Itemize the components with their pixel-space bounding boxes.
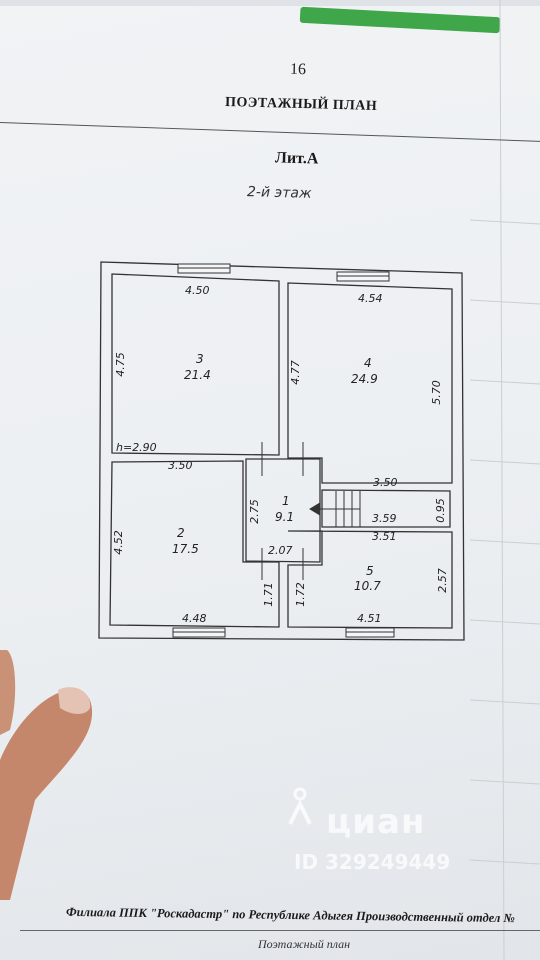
outer-boundary <box>98 261 465 641</box>
dim-room4-left: 4.77 <box>288 360 302 385</box>
dim-room2-left: 4.52 <box>111 530 125 555</box>
dim-stairs-length: 3.59 <box>372 512 397 525</box>
dim-room5-bottom: 4.51 <box>357 612 382 625</box>
room-5-outline <box>287 530 453 629</box>
room-1-number: 1 <box>282 494 290 508</box>
hand-fingers <box>0 650 93 900</box>
cian-logo-icon <box>288 787 312 825</box>
room-2-area: 17.5 <box>172 542 199 556</box>
dim-room5-top: 3.51 <box>372 530 397 543</box>
dim-room1-bottom: 2.07 <box>268 544 293 557</box>
dim-room3-left: 4.75 <box>113 352 127 377</box>
dim-corridor-right: 3.50 <box>373 476 398 489</box>
dim-lower-left: 1.71 <box>261 582 275 607</box>
watermark-id: ID 329249449 <box>294 850 451 874</box>
watermark-brand: циан <box>326 802 426 842</box>
stair-arrow-head <box>309 502 321 516</box>
dim-room3-top: 4.50 <box>185 284 210 297</box>
page-edge <box>0 0 540 6</box>
footer-rule <box>20 930 540 931</box>
dim-lower-right: 1.72 <box>293 582 307 607</box>
room-3-area: 21.4 <box>184 368 211 382</box>
ceiling-height: h=2.90 <box>116 441 157 454</box>
room-4-area: 24.9 <box>351 372 378 386</box>
background-ruled-sheet <box>470 0 540 960</box>
room-3-outline <box>111 273 280 456</box>
dim-room2-top: 3.50 <box>168 459 193 472</box>
room-4-number: 4 <box>364 356 372 370</box>
room-5-number: 5 <box>366 564 374 578</box>
dim-room2-bottom: 4.48 <box>182 612 207 625</box>
room-1-area: 9.1 <box>275 510 295 524</box>
room-4-outline <box>287 282 453 484</box>
dim-room1-left: 2.75 <box>247 499 261 524</box>
dim-stairs-width: 0.95 <box>433 498 447 523</box>
dim-room4-right: 5.70 <box>429 380 443 405</box>
footer-label: Поэтажный план <box>258 937 351 951</box>
stairs-outline <box>321 489 451 528</box>
room-3-number: 3 <box>196 352 204 366</box>
dim-room5-right: 2.57 <box>435 568 449 593</box>
room-5-area: 10.7 <box>354 579 381 593</box>
room-2-number: 2 <box>177 526 185 540</box>
dim-room4-top: 4.54 <box>358 292 383 305</box>
room-1-outline <box>245 458 321 563</box>
